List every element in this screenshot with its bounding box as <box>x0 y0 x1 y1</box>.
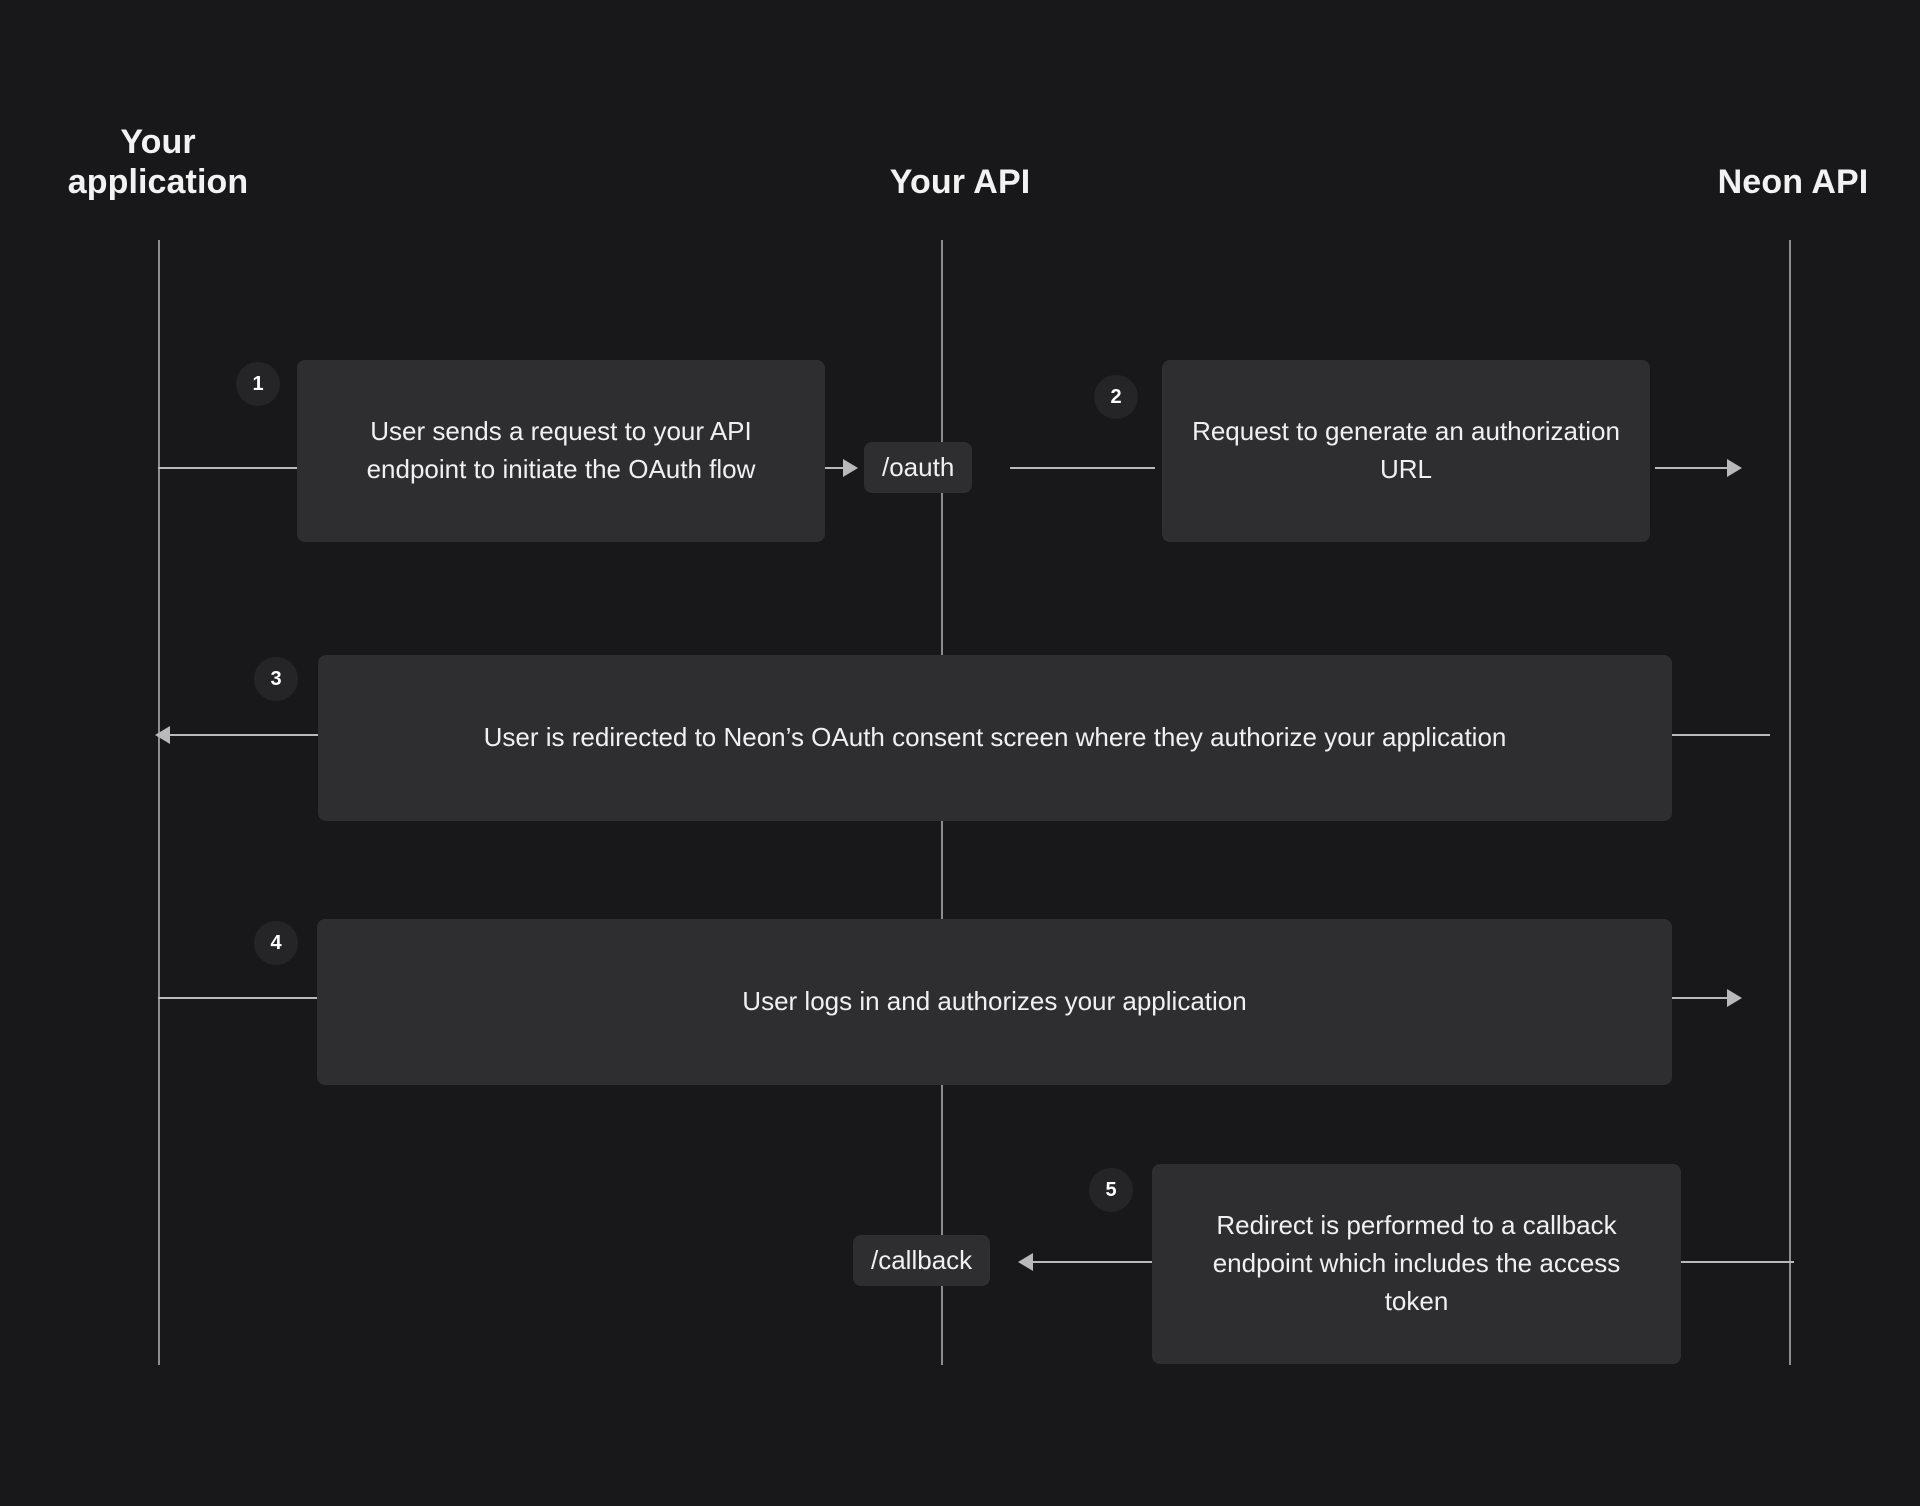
message-box-step-4: User logs in and authorizes your applica… <box>317 919 1672 1085</box>
lifeline-neon-api <box>1789 240 1791 1365</box>
endpoint-pill-oauth: /oauth <box>864 442 973 493</box>
message-box-step-1: User sends a request to your API endpoin… <box>297 360 825 542</box>
arrow-head-right-icon <box>1727 989 1742 1007</box>
message-box-step-3: User is redirected to Neon’s OAuth conse… <box>318 655 1672 821</box>
arrow-head-right-icon <box>1727 459 1742 477</box>
connector-step-2-oauth-to-box <box>1010 467 1155 469</box>
step-badge-3: 3 <box>254 657 298 701</box>
message-box-step-2: Request to generate an authorization URL <box>1162 360 1650 542</box>
actor-label-your-api: Your API <box>889 163 1031 201</box>
arrow-head-right-icon <box>843 459 858 477</box>
connector-step-5-neon-to-box <box>1679 1261 1794 1263</box>
actor-label-your-application: Your application <box>67 123 249 202</box>
step-badge-4: 4 <box>254 921 298 965</box>
connector-step-5-box-to-callback <box>1020 1261 1160 1263</box>
actor-label-neon-api: Neon API <box>1717 163 1869 201</box>
endpoint-pill-callback: /callback <box>853 1235 991 1286</box>
arrow-head-left-icon <box>1018 1253 1033 1271</box>
arrow-head-left-icon <box>155 726 170 744</box>
step-badge-1: 1 <box>236 362 280 406</box>
connector-step-2-box-to-neon <box>1655 467 1735 469</box>
step-badge-2: 2 <box>1094 375 1138 419</box>
step-badge-5: 5 <box>1089 1168 1133 1212</box>
lifeline-your-application <box>158 240 160 1365</box>
message-box-step-5: Redirect is performed to a callback endp… <box>1152 1164 1681 1364</box>
